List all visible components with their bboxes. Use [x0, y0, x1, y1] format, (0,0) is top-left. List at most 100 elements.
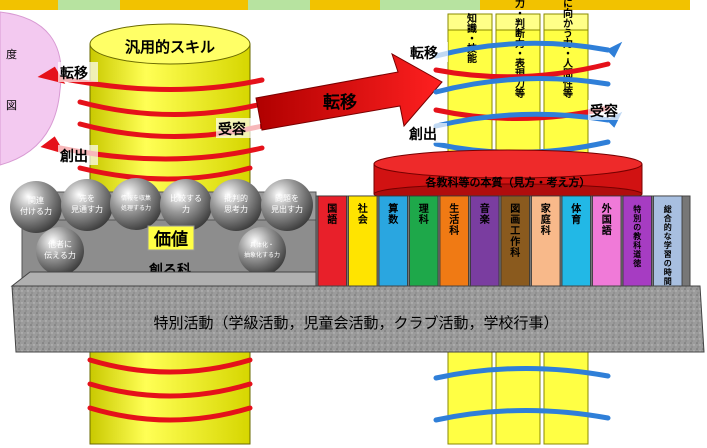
svg-text:情報を収集: 情報を収集 — [121, 194, 151, 202]
subject-label-char: 体 — [571, 202, 582, 215]
base-slab: 特別活動（学級活動，児童会活動，クラブ活動，学校行事） — [10, 271, 705, 353]
subject-block-face — [500, 195, 530, 287]
subject-label-char: 国 — [327, 203, 337, 215]
svg-text:関連: 関連 — [28, 195, 44, 205]
base-slab-text: 特別活動（学級活動，児童会活動，クラブ活動，学校行事） — [153, 314, 558, 332]
right-transfer-label: 転移 — [410, 45, 438, 62]
subject-label-char: 音 — [480, 202, 490, 215]
svg-text:抽象化する力: 抽象化する力 — [244, 251, 280, 259]
subject-block-face — [439, 195, 469, 287]
subject-block: 外国語 — [592, 195, 622, 287]
subject-label-char: 習 — [664, 250, 672, 259]
transfer-arrow: 転移 — [255, 52, 443, 131]
left-pill-line1: 度 — [6, 47, 17, 61]
subject-label-char: 科 — [419, 213, 429, 226]
sphere-group: 関連 付ける力 先を 見通す力 情報を収集 処理する力 比較する 力 批判的 思… — [10, 178, 313, 275]
svg-text:先を: 先を — [79, 193, 95, 203]
subject-block: 生活科 — [439, 195, 469, 287]
subject-block-face — [531, 195, 561, 287]
top-banner-segment — [58, 0, 120, 10]
subject-label-char: 語 — [602, 224, 612, 237]
left-labels: 転移 創出 受容 — [58, 62, 260, 165]
subject-label-char: 活 — [449, 213, 459, 226]
subject-block-face — [622, 195, 652, 287]
subject-block: 社会 — [348, 195, 378, 287]
subject-block: 国語 — [317, 195, 347, 287]
subject-label-char: 道 — [633, 249, 641, 259]
subject-block: 家庭科 — [531, 195, 561, 287]
left-pill: 度 図 — [0, 11, 62, 166]
value-text: 価値 — [153, 229, 188, 250]
subject-label-char: 教 — [632, 231, 642, 241]
svg-text:見通す力: 見通す力 — [71, 204, 103, 214]
center-arrow-text: 転移 — [323, 92, 357, 113]
subject-label-char: の — [664, 259, 672, 268]
sphere-foresee: 先を 見通す力 — [61, 179, 113, 231]
subject-label-char: 図 — [510, 203, 520, 215]
top-banner-segment — [248, 0, 310, 10]
subject-label-char: 国 — [602, 214, 612, 226]
svg-text:批判的: 批判的 — [224, 193, 248, 203]
value-box: 価値 — [147, 225, 195, 251]
svg-text:処理する力: 処理する力 — [121, 204, 151, 212]
left-pill-line2: 図 — [6, 99, 17, 112]
subjects-row: 国語社会算数理科生活科音楽図画工作科家庭科体育外国語特別の教科道徳総合的な学習の… — [317, 195, 683, 287]
svg-text:具体化・: 具体化・ — [250, 241, 274, 249]
sphere-info: 情報を収集 処理する力 — [110, 178, 162, 230]
svg-text:問題を: 問題を — [275, 194, 299, 203]
subject-label-char: 家 — [541, 202, 552, 215]
subject-label-char: 学 — [664, 240, 672, 250]
subject-block-face — [409, 195, 439, 287]
left-transfer-label: 転移 — [60, 65, 88, 82]
right-labels: 転移 創出 受容 — [407, 42, 632, 143]
sphere-concretize: 具体化・ 抽象化する力 — [238, 227, 286, 275]
subject-label-char: な — [664, 232, 672, 241]
subject-block-face — [317, 195, 347, 287]
subject-label-char: 庭 — [541, 213, 552, 226]
subject-label-char: 的 — [664, 222, 672, 232]
essence-disc-text: 各教科等の本質（見方・考え方） — [425, 175, 591, 189]
top-banner-segment — [380, 0, 480, 10]
left-accept-label: 受容 — [218, 121, 246, 138]
subject-block: 音楽 — [470, 195, 500, 287]
top-banner-strip — [0, 0, 690, 10]
subject-label-char: 生 — [449, 202, 459, 215]
subject-label-char: 特 — [633, 204, 641, 214]
subject-label-char: 総 — [664, 204, 672, 214]
subject-label-char: 算 — [387, 202, 398, 215]
subject-label-char: 合 — [663, 213, 673, 223]
subject-label-char: 社 — [357, 202, 368, 215]
subject-label-char: 楽 — [479, 213, 491, 226]
right-create-label: 創出 — [408, 126, 437, 143]
subject-label-char: 科 — [510, 246, 520, 259]
subject-label-char: 科 — [541, 224, 551, 237]
svg-text:思考力: 思考力 — [224, 204, 248, 214]
subject-label-char: 科 — [449, 224, 459, 237]
subject-label-char: の — [633, 223, 641, 232]
right-accept-label: 受容 — [590, 103, 618, 120]
sphere-critical: 批判的 思考力 — [210, 179, 262, 231]
subject-block-face — [653, 195, 683, 287]
subject-block-face — [561, 195, 591, 287]
subject-label-char: 工 — [510, 226, 520, 237]
subject-block-face — [348, 195, 378, 287]
sphere-relate: 関連 付ける力 — [10, 181, 62, 233]
left-create-label: 創出 — [59, 148, 88, 165]
subject-label-char: 語 — [327, 213, 337, 226]
subject-label-char: 科 — [633, 240, 641, 250]
svg-text:伝える力: 伝える力 — [44, 250, 76, 260]
generic-skills-title: 汎用的スキル — [125, 38, 215, 56]
subject-label-char: 会 — [358, 213, 368, 226]
sphere-compare: 比較する 力 — [160, 179, 212, 231]
svg-text:力: 力 — [182, 204, 190, 214]
subject-label-char: 外 — [601, 202, 612, 215]
subject-label-char: 数 — [388, 213, 399, 226]
svg-text:比較する: 比較する — [170, 193, 202, 203]
subject-block: 体育 — [561, 195, 591, 287]
subject-label-char: 別 — [632, 214, 641, 223]
sphere-convey: 他者に 伝える力 — [36, 227, 84, 275]
